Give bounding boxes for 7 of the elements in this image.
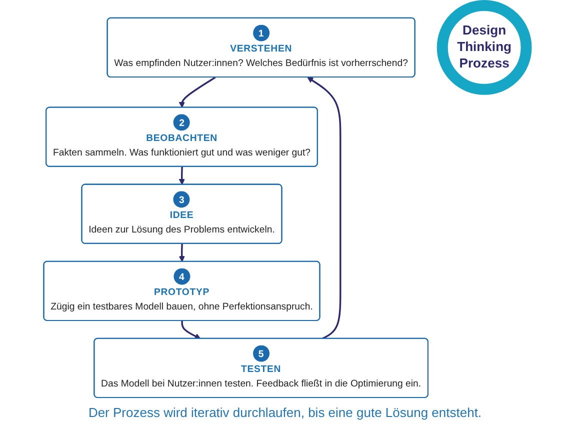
arrow [307,77,342,340]
arrow [181,320,201,339]
caption: Der Prozess wird iterativ durchlaufen, bis eine gute Lösung entsteht. [87,404,483,422]
node-circle: Design Thinking Prozess [436,0,532,95]
arrow [178,76,216,108]
arrow [178,166,185,185]
arrow [178,244,185,262]
